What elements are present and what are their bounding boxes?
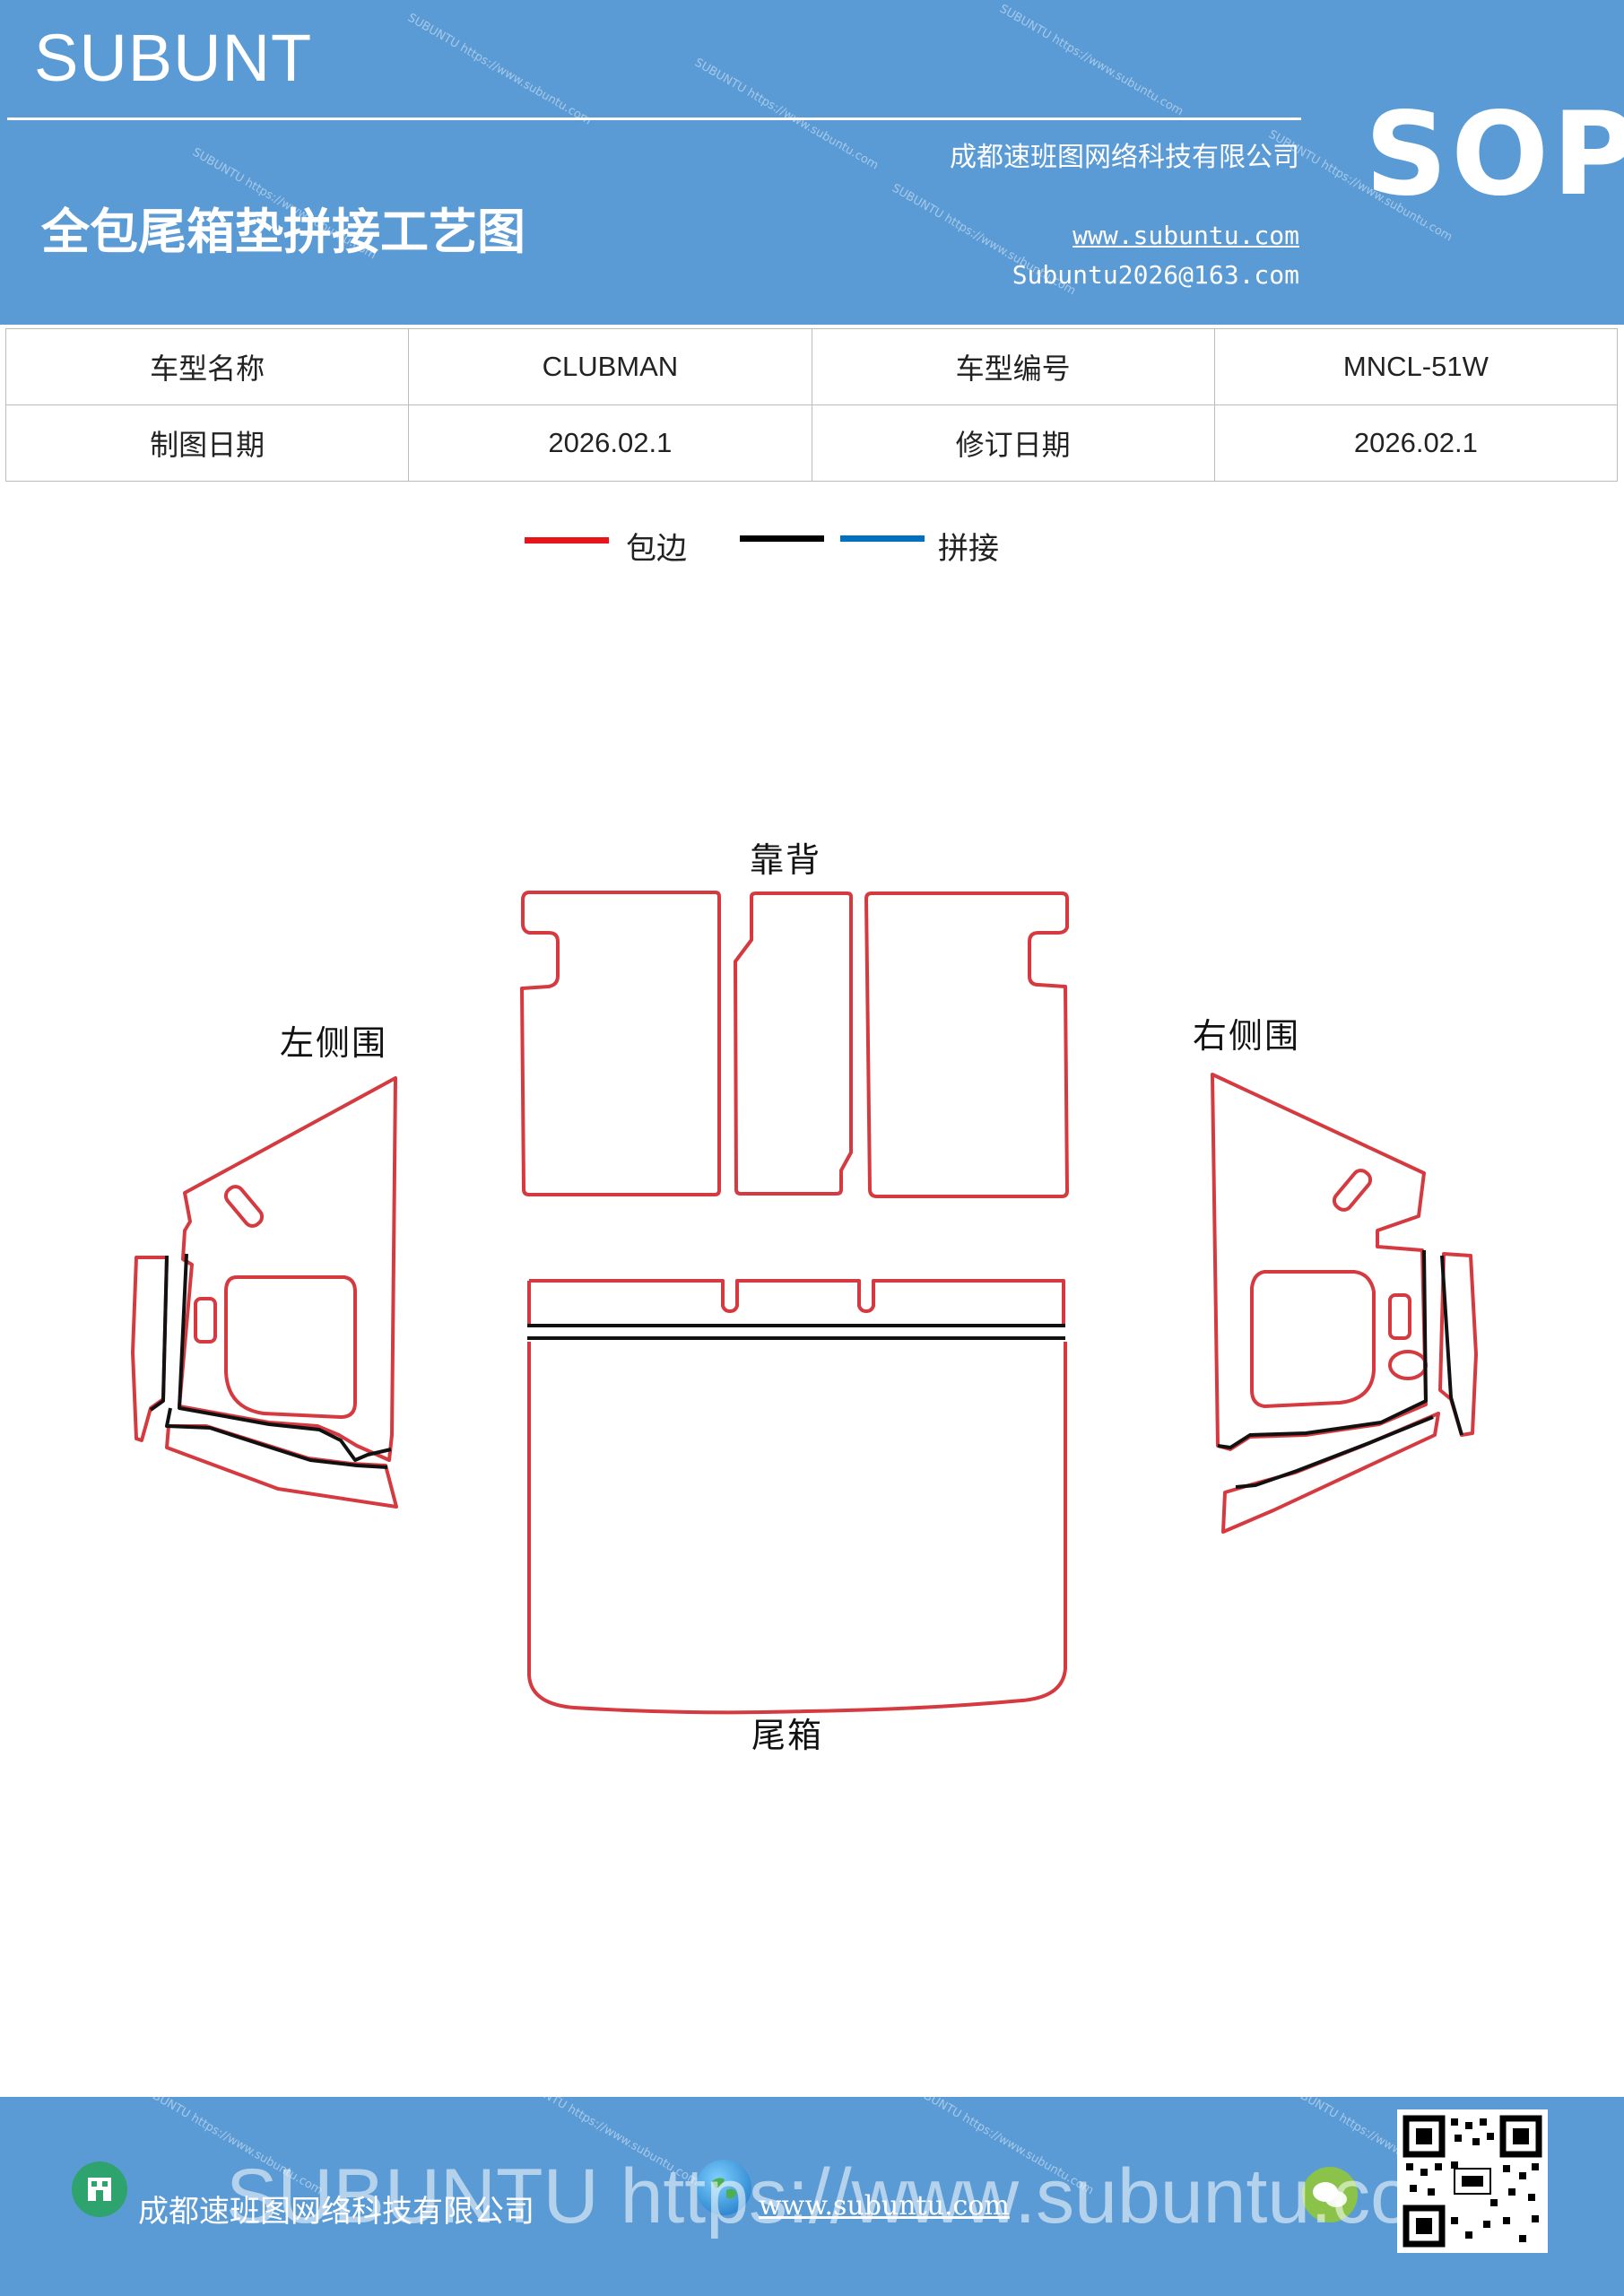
table-cell-label: 制图日期 [4,404,410,482]
wechat-icon [1302,2167,1358,2222]
left-side-small-slot [194,1297,217,1344]
table-cell-label: 车型名称 [4,328,410,405]
globe-icon [696,2160,751,2215]
table-cell-value: 2026.02.1 [1213,404,1619,482]
legend-swatch-seam-blue [840,535,925,542]
right-side-window [1250,1270,1376,1408]
trunk-main-panel [527,1342,1067,1715]
label-trunk: 尾箱 [751,1716,824,1755]
left-side-window [224,1275,357,1419]
footer-company-name: 成都速班图网络科技有限公司 [138,2194,534,2230]
right-side-small-slot [1388,1293,1411,1340]
right-side-oval [1388,1350,1428,1380]
label-backrest: 靠背 [750,840,822,880]
right-side-slot [1332,1169,1373,1212]
right-side-seam [1217,1249,1428,1449]
qr-code [1397,2109,1548,2253]
trunk-mat-diagram [131,891,1478,1715]
left-side-panel [178,1076,397,1462]
right-side-panel [1211,1073,1428,1451]
header-divider [7,117,1301,120]
table-cell-value: CLUBMAN [408,328,812,405]
legend-label-edge: 包边 [626,531,687,567]
left-side-slot [223,1185,265,1228]
legend-label-seam: 拼接 [938,531,999,567]
right-outer-strip [1438,1252,1478,1437]
backrest-left-panel [520,891,721,1196]
left-side-seam [178,1253,392,1462]
backrest-right-panel [864,891,1069,1198]
vehicle-info-table: 车型名称 CLUBMAN 车型编号 MNCL-51W 制图日期 2026.02.… [4,328,1619,482]
table-cell-value: 2026.02.1 [408,404,812,482]
left-outer-strip [131,1256,169,1442]
right-outer-seam [1440,1255,1463,1436]
sop-badge: SOP [1365,88,1624,222]
label-left-side: 左侧围 [280,1023,388,1063]
footer-watermark: SUBUNTU https://www.subuntu.com [226,2153,1478,2239]
trunk-top-strip [529,1279,1065,1324]
table-row: 车型名称 CLUBMAN 车型编号 MNCL-51W [4,328,1619,405]
label-right-side: 右侧围 [1193,1016,1301,1056]
company-name: 成都速班图网络科技有限公司 [950,142,1299,173]
brand-logo-text: SUBUNT [34,21,313,95]
website-link[interactable]: www.subuntu.com [1073,221,1299,250]
header-banner: SUBUNTU https://www.subuntu.com SUBUNTU … [0,0,1624,325]
table-cell-label: 修订日期 [811,404,1215,482]
legend-swatch-edge [525,537,609,544]
page-title: 全包尾箱垫拼接工艺图 [41,204,525,260]
building-icon [72,2161,127,2217]
table-row: 制图日期 2026.02.1 修订日期 2026.02.1 [4,404,1619,482]
table-cell-label: 车型编号 [811,328,1215,405]
legend-swatch-seam-black [740,535,824,542]
email-address[interactable]: Subuntu2026@163.com [1012,260,1299,290]
table-cell-value: MNCL-51W [1213,328,1619,405]
footer-website-link[interactable]: www.subuntu.com [759,2190,1010,2222]
backrest-middle-panel [734,891,853,1196]
left-outer-seam [149,1255,169,1412]
right-bottom-seam [1235,1415,1434,1489]
left-bottom-seam [165,1407,388,1469]
footer-banner: SUBUNTU https://www.subuntu.com SUBUNTU … [0,2097,1624,2296]
